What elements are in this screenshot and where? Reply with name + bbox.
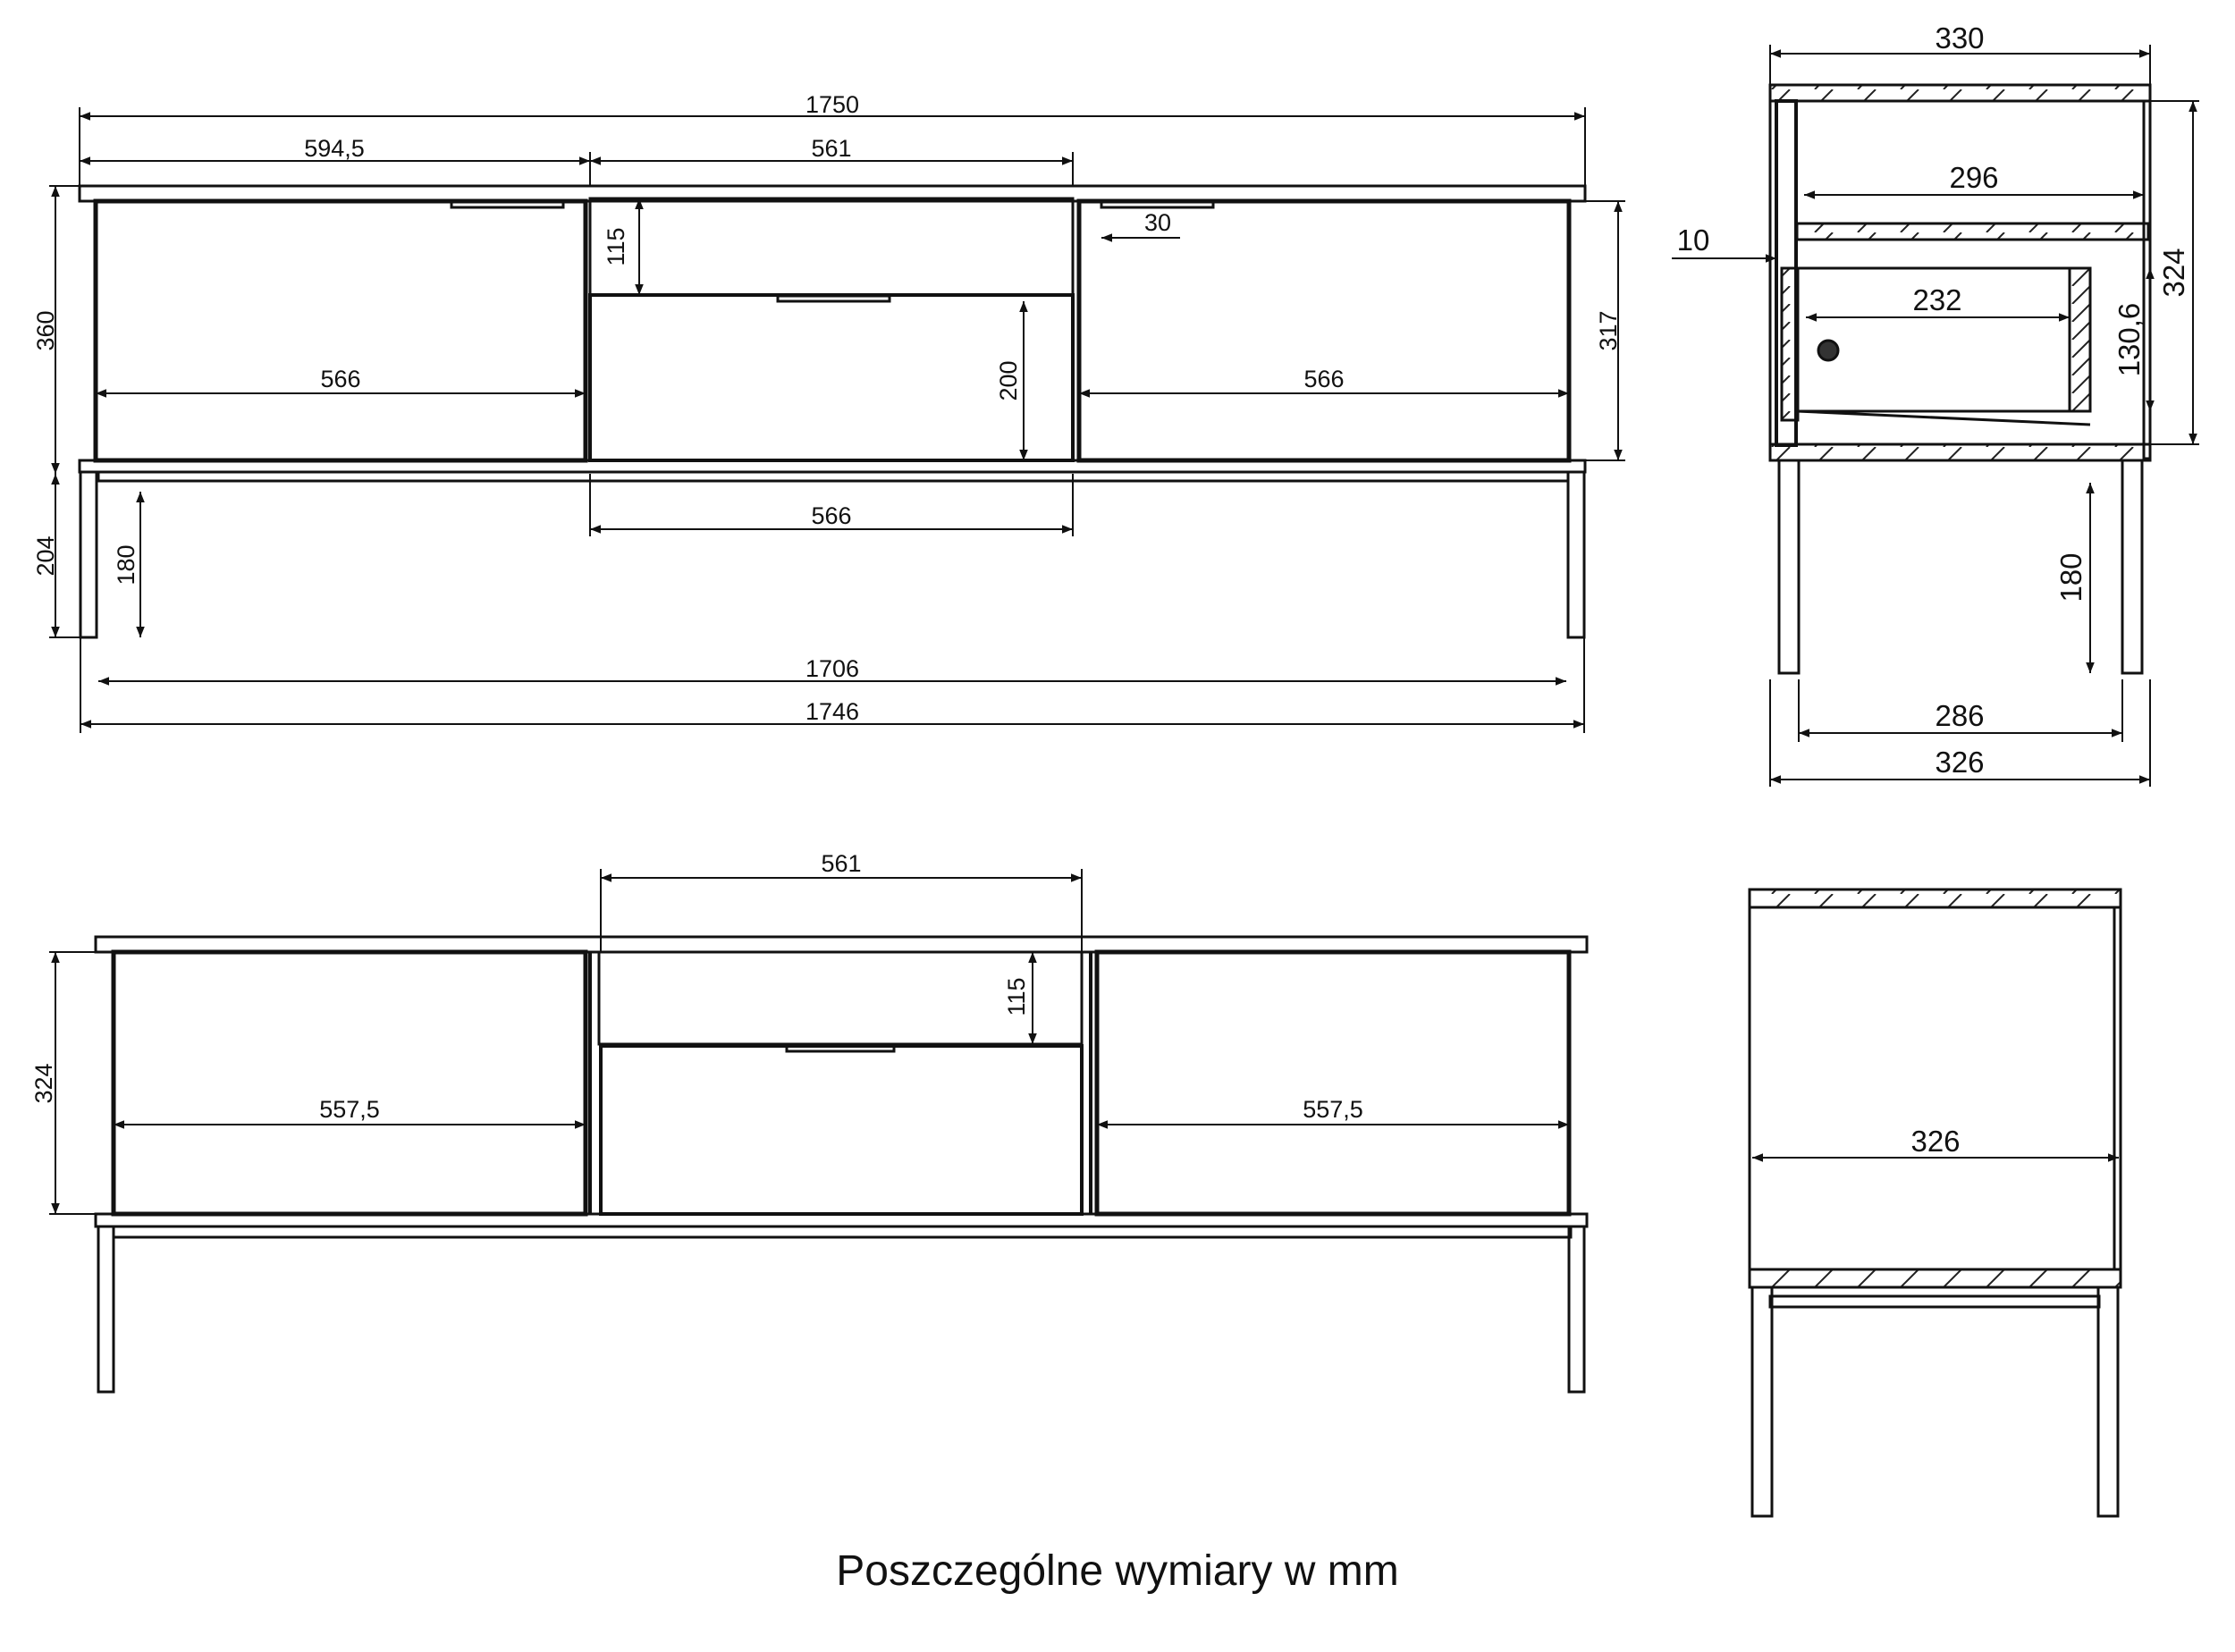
side-top-board — [1748, 888, 2122, 909]
back-view — [94, 935, 1589, 1394]
section-bottom-board — [1768, 442, 2152, 462]
back-drawer-handle — [785, 1044, 896, 1053]
section-dim-leg-height: 180 — [2054, 552, 2087, 602]
front-handle-drawer — [776, 294, 891, 303]
front-dim-right-compartment: 566 — [1303, 366, 1344, 392]
section-dim-inner-depth: 296 — [1949, 161, 1998, 194]
side-stretcher — [1768, 1294, 2101, 1309]
back-dim-right-compartment: 557,5 — [1303, 1096, 1363, 1123]
front-handle-left — [450, 200, 565, 209]
front-dim-overall-height: 360 — [32, 310, 59, 350]
section-top-board — [1768, 83, 2152, 103]
front-dimension-lines — [49, 107, 1625, 733]
back-dimension-labels: 561 115 324 557,5 557,5 — [30, 850, 1363, 1123]
back-drawer — [599, 1044, 1084, 1216]
side-body — [1748, 906, 2116, 1271]
front-stretcher — [97, 470, 1570, 483]
front-right-compartment — [1076, 198, 1572, 463]
front-dim-left-section: 594,5 — [304, 135, 365, 162]
section-dim-top-width: 330 — [1935, 21, 1984, 55]
front-view — [78, 184, 1587, 639]
side-bottom-board — [1748, 1268, 2122, 1289]
back-stretcher — [112, 1225, 1573, 1239]
section-back-panel — [2142, 99, 2152, 460]
section-drawer-knob — [1817, 339, 1840, 362]
front-dim-inner-leg-span: 1706 — [805, 655, 859, 682]
side-leg-front — [1750, 1285, 1774, 1518]
section-leg-front — [1777, 459, 1801, 675]
back-right-compartment — [1094, 949, 1572, 1217]
front-dim-handle: 30 — [1144, 209, 1171, 236]
section-body-outline — [1768, 83, 2152, 462]
side-section-view — [1768, 83, 2152, 675]
front-top-board — [78, 184, 1587, 203]
back-dim-middle-opening: 561 — [821, 850, 861, 877]
front-dim-left-compartment: 566 — [320, 366, 360, 392]
section-dim-leg-span: 286 — [1935, 699, 1984, 732]
front-dim-bottom-drawer-height: 200 — [995, 360, 1022, 400]
back-dim-top-opening-height: 115 — [1003, 977, 1030, 1016]
section-divider-shelf — [1795, 222, 2150, 241]
side-dim-depth: 326 — [1910, 1125, 1960, 1158]
back-leg-right — [1567, 1225, 1586, 1394]
front-dim-top-drawer-height: 115 — [603, 227, 629, 266]
front-dim-leg-height: 180 — [113, 544, 139, 585]
section-dim-bottom-width: 326 — [1935, 746, 1984, 779]
front-dim-leg-total: 204 — [32, 535, 59, 576]
back-leg-left — [97, 1225, 115, 1394]
front-handle-right — [1100, 200, 1215, 209]
front-top-drawer — [588, 197, 1075, 297]
side-view — [1748, 888, 2122, 1518]
section-drawer-front — [1780, 266, 1800, 422]
section-drawer-back — [2068, 266, 2092, 413]
side-dimension-labels: 326 — [1910, 1125, 1960, 1158]
units-caption: Poszczególne wymiary w mm — [836, 1547, 1399, 1595]
back-dimension-lines — [49, 869, 1569, 1215]
section-dimension-labels: 330 296 10 232 130,6 324 180 286 326 — [1677, 21, 2190, 779]
back-left-compartment — [111, 949, 588, 1217]
front-dim-middle-section: 561 — [811, 135, 851, 162]
front-leg-left — [79, 470, 98, 639]
front-dim-middle-compartment: 566 — [811, 502, 851, 529]
section-dimension-lines — [1672, 45, 2199, 787]
section-leg-back — [2121, 459, 2144, 675]
back-dim-left-compartment: 557,5 — [319, 1096, 380, 1123]
back-top-board — [94, 935, 1589, 954]
front-dimension-labels: 1750 594,5 561 115 30 566 566 200 360 31… — [32, 91, 1622, 725]
front-dim-overall-width-bottom: 1746 — [805, 698, 859, 725]
back-dim-body-height: 324 — [30, 1063, 57, 1103]
side-leg-back — [2096, 1285, 2120, 1518]
front-dim-body-height: 317 — [1595, 310, 1622, 350]
section-dim-drawer-depth: 232 — [1912, 283, 1961, 316]
front-dim-overall-width-top: 1750 — [805, 91, 859, 118]
front-leg-right — [1566, 470, 1586, 639]
section-dim-drawer-height: 130,6 — [2113, 303, 2146, 377]
section-dim-back-gap: 10 — [1677, 223, 1710, 257]
section-dim-body-height: 324 — [2157, 248, 2190, 297]
front-left-compartment — [93, 198, 588, 463]
